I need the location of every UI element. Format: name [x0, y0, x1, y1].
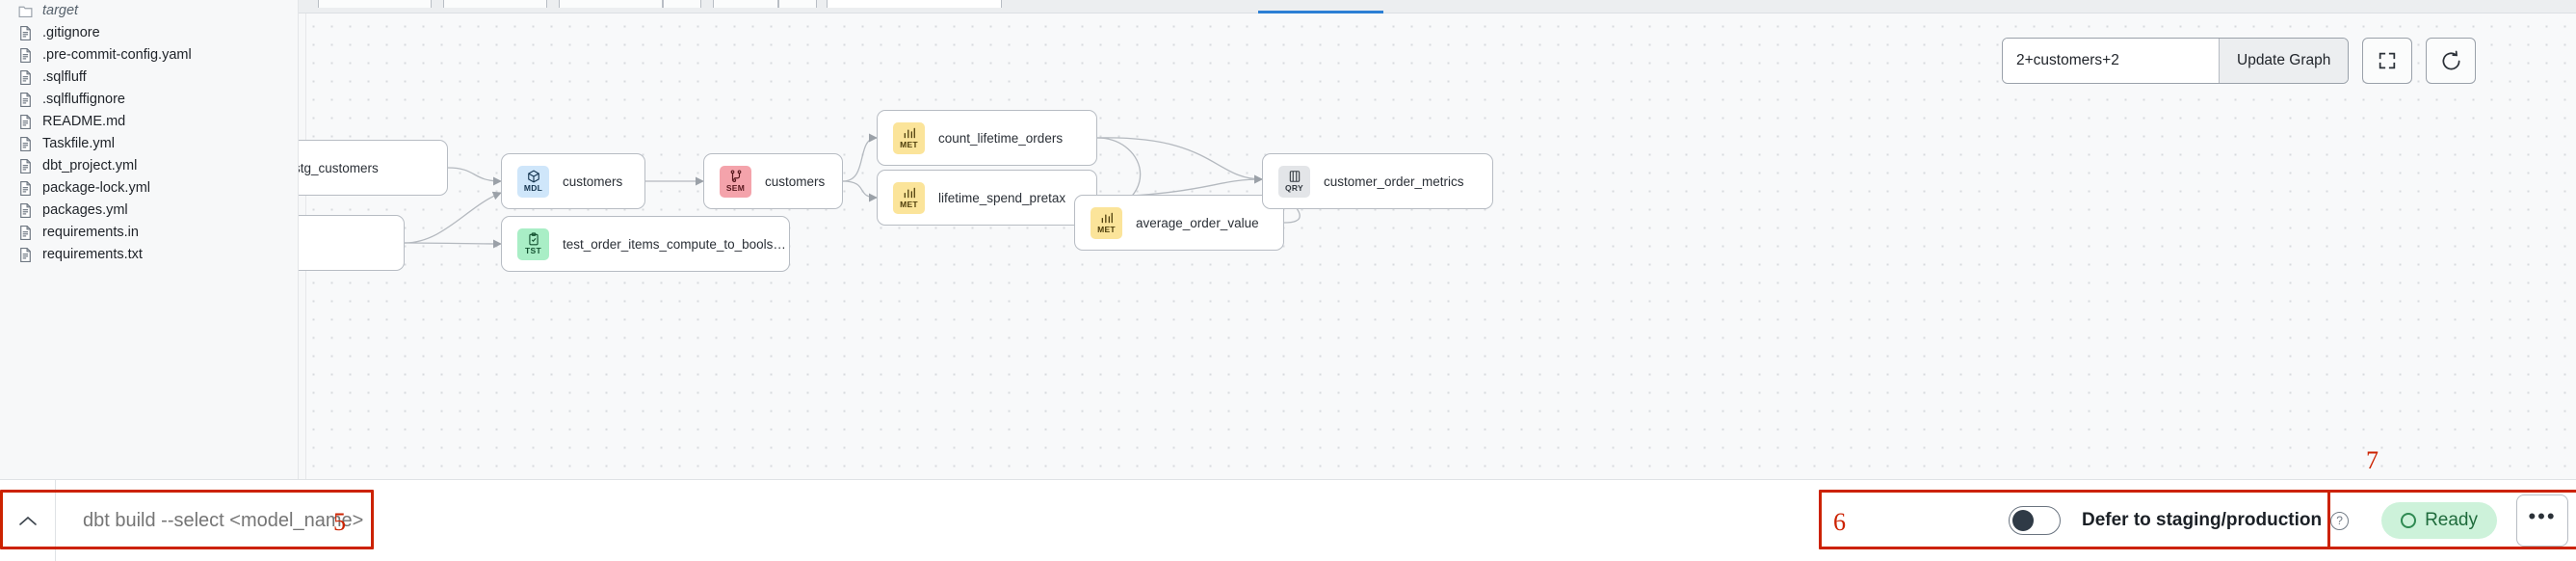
help-circle-icon[interactable]: ? [2330, 511, 2350, 530]
graph-selector-input[interactable] [2003, 39, 2219, 83]
node-badge-label: TST [525, 246, 541, 256]
overflow-menu-button[interactable]: ••• [2516, 494, 2568, 547]
file-name: .gitignore [42, 25, 100, 41]
node-label: count_lifetime_orders [938, 130, 1064, 146]
sem-glyph-icon [729, 170, 743, 183]
file-name: .pre-commit-config.yaml [42, 47, 192, 64]
node-label: customer_order_metrics [1324, 174, 1464, 189]
met-badge-icon: MET [893, 121, 925, 154]
refresh-icon[interactable] [2426, 38, 2477, 84]
editor-tab-close[interactable] [663, 0, 701, 8]
file-name: README.md [42, 114, 126, 130]
file-row[interactable]: .sqlfluffignore [0, 89, 298, 111]
node-label: stg_customers [299, 160, 379, 175]
editor-tab[interactable] [443, 0, 547, 8]
node-badge-label: SEM [725, 183, 746, 194]
tst-glyph-icon [527, 232, 540, 246]
editor-tab[interactable] [559, 0, 663, 8]
node-label: lifetime_spend_pretax [938, 190, 1066, 205]
file-name: target [42, 3, 79, 19]
met-glyph-icon [903, 186, 916, 200]
chevron-up-icon[interactable] [0, 480, 56, 561]
graph-node[interactable]: MET lifetime_spend_pretax [877, 170, 1097, 226]
file-name: packages.yml [42, 202, 128, 219]
file-row[interactable]: .gitignore [0, 22, 298, 44]
file-row[interactable]: .sqlfluff [0, 67, 298, 89]
file-row[interactable]: requirements.txt [0, 244, 298, 266]
file-name: .sqlfluff [42, 69, 87, 86]
graph-selector-group[interactable]: Update Graph [2002, 38, 2350, 84]
file-row[interactable]: requirements.in [0, 222, 298, 244]
graph-node[interactable]: SEM customers [703, 153, 843, 209]
node-badge-label: QRY [1284, 183, 1303, 194]
status-ring-icon [2401, 513, 2417, 528]
file-row[interactable]: package-lock.yml [0, 177, 298, 200]
met-badge-icon: MET [1091, 206, 1122, 239]
graph-node[interactable]: QRY customer_order_metrics [1262, 153, 1493, 209]
fullscreen-icon[interactable] [2362, 38, 2413, 84]
editor-tab[interactable] [713, 0, 778, 8]
status-badge[interactable]: Ready [2381, 502, 2497, 539]
command-input[interactable] [56, 480, 1279, 561]
file-name: requirements.txt [42, 247, 143, 263]
editor-tab-strip[interactable] [299, 0, 2576, 13]
file-list: target .gitignore .pre-commit-config.yam… [0, 0, 298, 266]
file-row[interactable]: README.md [0, 111, 298, 133]
file-row[interactable]: dbt_project.yml [0, 155, 298, 177]
editor-tab-active[interactable] [827, 0, 1002, 8]
node-badge-label: MET [900, 140, 918, 150]
defer-toggle[interactable] [2008, 506, 2061, 535]
met-glyph-icon [903, 126, 916, 140]
graph-node[interactable]: stg_customers [299, 140, 448, 196]
graph-node[interactable]: MET count_lifetime_orders [877, 110, 1097, 166]
editor-tab[interactable] [318, 0, 432, 8]
file-name: .sqlfluffignore [42, 92, 125, 108]
file-explorer-sidebar[interactable]: target .gitignore .pre-commit-config.yam… [0, 0, 299, 479]
node-label: customers [765, 174, 826, 189]
qry-badge-icon: QRY [1278, 165, 1310, 198]
file-row[interactable]: packages.yml [0, 200, 298, 222]
graph-node[interactable]: TST test_order_items_compute_to_bools… [501, 216, 790, 272]
status-badge-label: Ready [2425, 510, 2478, 530]
update-graph-button[interactable]: Update Graph [2219, 39, 2349, 83]
mdl-badge-icon: MDL [517, 165, 549, 198]
command-bar[interactable]: Defer to staging/production ? Ready ••• [0, 479, 2576, 561]
file-name: requirements.in [42, 225, 139, 241]
file-name: Taskfile.yml [42, 136, 115, 152]
command-bar-right: Defer to staging/production ? Ready ••• [2008, 480, 2568, 561]
node-label: average_order_value [1136, 215, 1259, 230]
met-badge-icon: MET [893, 181, 925, 214]
file-row[interactable]: .pre-commit-config.yaml [0, 44, 298, 67]
file-row[interactable]: target [0, 0, 298, 22]
mdl-glyph-icon [527, 170, 540, 183]
graph-node[interactable]: orders [299, 215, 405, 271]
node-badge-label: MDL [523, 183, 543, 194]
qry-glyph-icon [1288, 170, 1301, 183]
sem-badge-icon: SEM [720, 165, 751, 198]
node-badge-label: MET [900, 200, 918, 210]
tst-badge-icon: TST [517, 227, 549, 260]
node-label: test_order_items_compute_to_bools… [563, 236, 786, 252]
graph-toolbar[interactable]: Update Graph [2002, 38, 2477, 84]
editor-tab-close[interactable] [778, 0, 817, 8]
file-row[interactable]: Taskfile.yml [0, 133, 298, 155]
node-badge-label: MET [1097, 225, 1116, 235]
defer-label: Defer to staging/production [2081, 510, 2323, 530]
file-name: package-lock.yml [42, 180, 151, 197]
node-label: customers [563, 174, 623, 189]
met-glyph-icon [1100, 211, 1114, 225]
active-tab-underline [1258, 11, 1383, 13]
file-name: dbt_project.yml [42, 158, 138, 174]
graph-node[interactable]: MET average_order_value [1074, 195, 1284, 251]
graph-node[interactable]: MDL customers [501, 153, 645, 209]
